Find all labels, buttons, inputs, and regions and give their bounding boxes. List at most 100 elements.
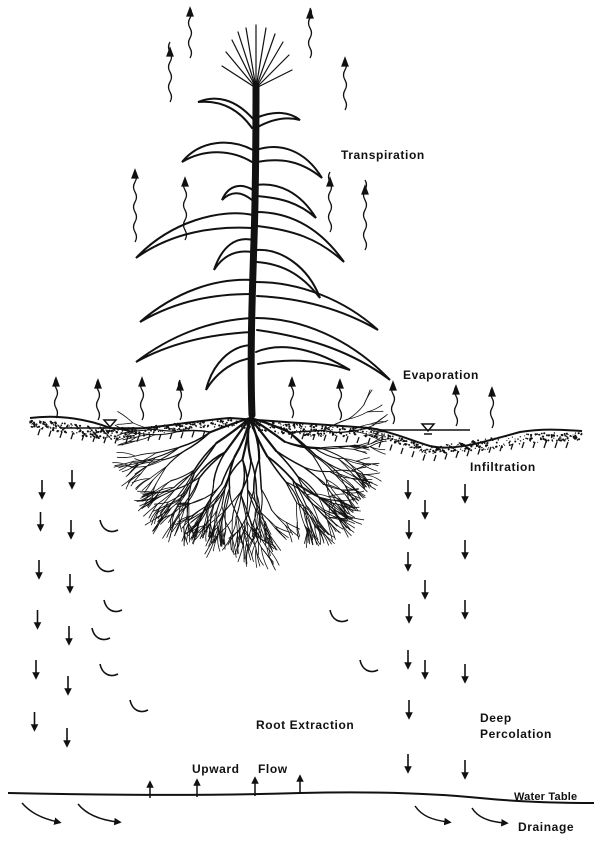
stipple-dot	[397, 439, 400, 442]
root-segment	[222, 532, 226, 550]
root-segment	[275, 526, 292, 533]
stipple-dot	[389, 439, 392, 442]
root-segment	[146, 459, 165, 462]
root-segment	[149, 506, 161, 522]
root-segment	[157, 489, 176, 505]
root-segment	[308, 527, 319, 547]
stipple-dot	[202, 425, 205, 428]
root-segment	[369, 446, 386, 451]
stipple-dot	[315, 424, 318, 428]
root-segment	[348, 404, 365, 420]
stipple-dot	[124, 434, 126, 436]
root-segment	[314, 454, 338, 473]
stipple-dot	[465, 446, 467, 448]
root-segment	[162, 521, 175, 539]
stipple-dot	[421, 451, 424, 453]
root-segment	[343, 514, 365, 521]
wavy-arrow-head	[186, 6, 194, 17]
root-segment	[325, 479, 347, 496]
stipple-dot	[544, 438, 547, 441]
hatch-mark	[191, 431, 195, 438]
stipple-dot	[384, 435, 386, 438]
stipple-dot	[309, 425, 312, 428]
hatch-mark	[202, 430, 206, 437]
stipple-dot	[42, 420, 45, 423]
root-segment	[232, 539, 235, 556]
stipple-dot	[353, 433, 356, 436]
wavy-arrow	[390, 383, 396, 425]
wavy-arrow-head	[488, 386, 496, 397]
root-segment	[255, 493, 261, 520]
dash-arrow-head	[33, 622, 42, 630]
stipple-dot	[163, 431, 165, 433]
dash-arrow-head	[404, 564, 412, 572]
label-upward: Upward	[192, 762, 240, 776]
stipple-dot	[155, 424, 158, 427]
root-segment	[304, 525, 313, 543]
stipple-dot	[33, 422, 36, 424]
hatch-mark	[499, 444, 503, 452]
water-table-line	[7, 791, 595, 804]
stipple-dot	[105, 433, 107, 435]
curl-arrow	[129, 699, 149, 713]
stipple-dot	[477, 444, 480, 446]
root-segment	[188, 522, 191, 543]
stipple-dot	[152, 433, 154, 435]
stipple-dot	[348, 432, 351, 435]
stipple-dot	[74, 423, 78, 427]
stipple-dot	[178, 427, 181, 431]
hatch-mark	[521, 441, 525, 449]
root-segment	[317, 495, 328, 521]
stipple-dot	[48, 425, 50, 427]
root-segment	[205, 525, 209, 542]
stipple-dot	[342, 426, 344, 428]
stipple-dot	[216, 420, 219, 423]
root-segment	[337, 447, 355, 450]
stipple-dot	[172, 427, 174, 430]
stipple-dot	[484, 449, 486, 451]
hatch-mark	[543, 441, 547, 449]
root-segment	[311, 454, 334, 472]
stipple-dot	[442, 449, 445, 453]
root-segment	[308, 527, 313, 546]
dash-arrow-head	[405, 532, 413, 540]
root-segment	[199, 523, 205, 540]
root-segment	[345, 494, 359, 511]
stipple-dot	[508, 438, 510, 440]
stipple-dot	[200, 426, 202, 429]
root-segment	[212, 527, 216, 545]
stipple-dot	[95, 436, 98, 439]
stipple-dot	[299, 426, 301, 428]
stipple-dot	[567, 433, 569, 435]
stipple-dot	[321, 427, 324, 430]
stipple-dot	[447, 448, 450, 451]
root-segment	[303, 505, 310, 529]
wavy-arrow-head	[452, 384, 460, 395]
stipple-dot	[481, 448, 484, 452]
stipple-dot	[528, 438, 532, 442]
root-segment	[204, 537, 216, 555]
dash-arrow-head	[461, 612, 469, 620]
stipple-dot	[511, 436, 513, 438]
root-segment	[121, 474, 137, 487]
root-uptake-arrows	[91, 519, 379, 713]
dash-arrow-head	[36, 524, 45, 532]
stipple-dot	[225, 421, 228, 424]
stipple-dot	[106, 436, 108, 438]
stipple-dot	[113, 435, 116, 437]
root-segment	[251, 526, 261, 538]
stipple-dot	[211, 420, 214, 422]
root-segment	[366, 427, 383, 431]
label-water-table: Water Table	[514, 791, 578, 803]
stipple-dot	[451, 447, 454, 449]
root-segment	[140, 492, 157, 494]
stipple-dot	[419, 450, 420, 452]
root-segment	[309, 515, 320, 531]
root-segment	[224, 491, 242, 512]
stipple-dot	[345, 434, 348, 436]
stipple-dot	[80, 429, 82, 432]
stipple-dot	[312, 425, 316, 429]
stipple-dot	[343, 429, 346, 431]
stipple-dot	[464, 451, 466, 453]
